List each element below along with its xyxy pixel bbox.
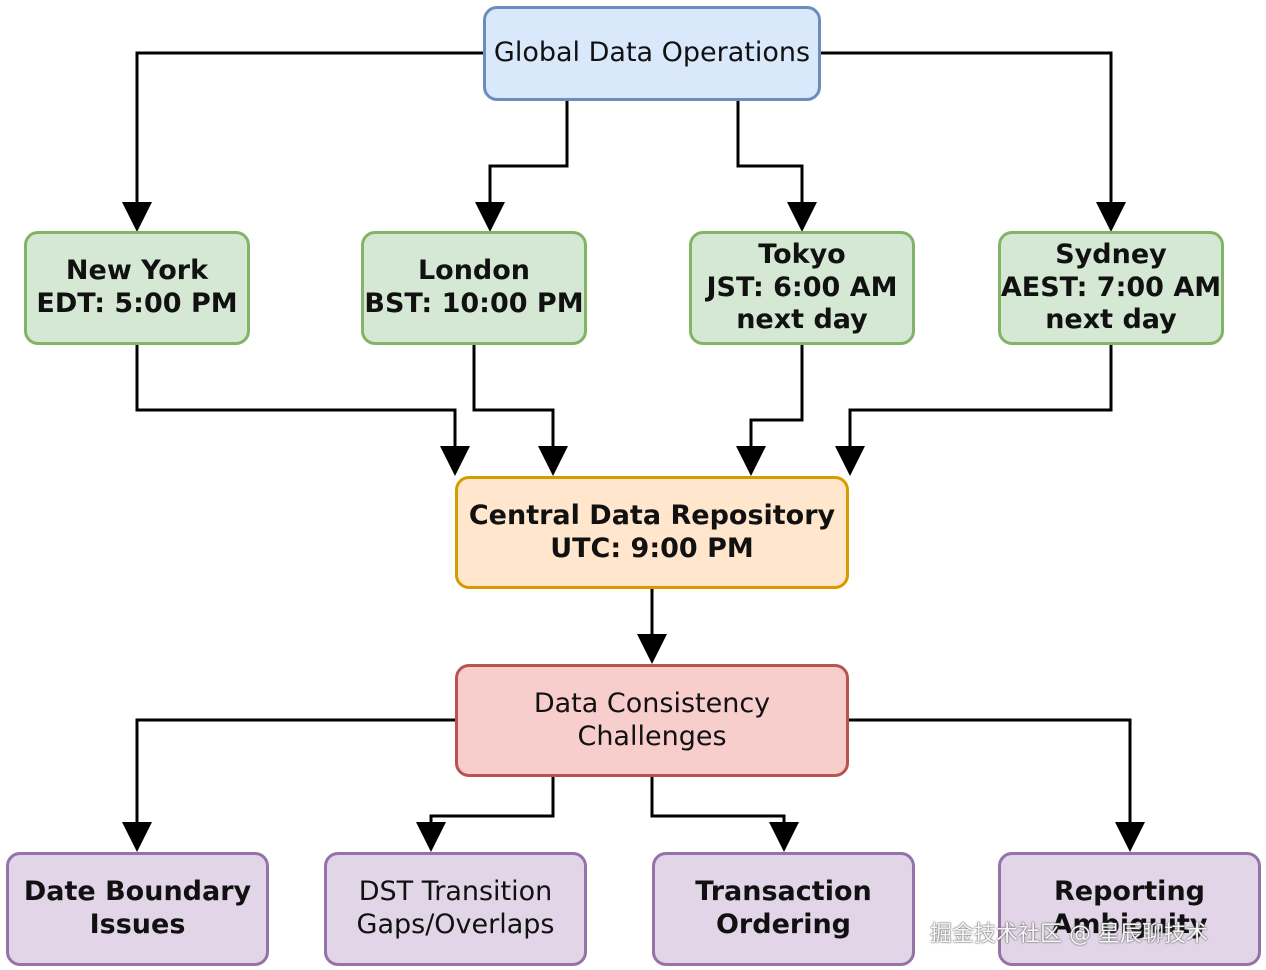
- watermark-text: 掘金技术社区 @ 星辰聊技术: [930, 922, 1208, 947]
- issue-line1: DST Transition: [358, 876, 553, 908]
- edge-top-london: [475, 101, 569, 232]
- city-time: AEST: 7:00 AM: [1000, 271, 1222, 303]
- city-name: London: [417, 255, 531, 287]
- issue-node-date-boundary: Date Boundary Issues: [6, 852, 269, 966]
- challenges-line2: Challenges: [577, 720, 727, 752]
- edge-newyork-central: [135, 345, 470, 476]
- challenges-line1: Data Consistency: [533, 687, 771, 719]
- city-name: Tokyo: [758, 238, 846, 270]
- issue-line2: Issues: [89, 909, 186, 940]
- data-consistency-challenges-node: Data Consistency Challenges: [455, 664, 849, 777]
- issue-line1: Date Boundary: [23, 876, 252, 908]
- city-node-new-york: New York EDT: 5:00 PM: [24, 231, 250, 345]
- edge-top-sydney: [821, 51, 1126, 232]
- issue-node-transaction-ordering: Transaction Ordering: [652, 852, 915, 966]
- global-data-operations-node: Global Data Operations: [483, 6, 821, 101]
- issue-line2: Ambiguity: [1051, 909, 1208, 940]
- city-time: BST: 10:00 PM: [364, 288, 584, 319]
- city-note: next day: [736, 304, 868, 336]
- edge-challenges-date: [122, 718, 455, 852]
- edge-top-newyork: [122, 51, 483, 232]
- edge-sydney-central: [835, 345, 1113, 476]
- issue-line1: Reporting: [1053, 876, 1205, 908]
- edge-top-tokyo: [736, 101, 817, 232]
- city-name: Sydney: [1055, 238, 1167, 270]
- city-note: next day: [1045, 304, 1177, 336]
- central-data-repository-node: Central Data Repository UTC: 9:00 PM: [455, 476, 849, 589]
- issue-line2: Ordering: [715, 909, 852, 940]
- edge-challenges-transaction: [650, 777, 799, 852]
- issue-node-dst-transition: DST Transition Gaps/Overlaps: [324, 852, 587, 966]
- city-time: JST: 6:00 AM: [706, 271, 898, 303]
- edge-challenges-dst: [416, 777, 555, 852]
- city-node-tokyo: Tokyo JST: 6:00 AM next day: [689, 231, 915, 345]
- central-title: Central Data Repository: [468, 499, 836, 531]
- city-node-london: London BST: 10:00 PM: [361, 231, 587, 345]
- issue-node-reporting-ambiguity: Reporting Ambiguity: [998, 852, 1261, 966]
- edge-tokyo-central: [736, 345, 804, 476]
- edge-london-central: [472, 345, 568, 476]
- city-node-sydney: Sydney AEST: 7:00 AM next day: [998, 231, 1224, 345]
- city-name: New York: [65, 255, 209, 287]
- city-time: EDT: 5:00 PM: [36, 288, 238, 319]
- edge-challenges-reporting: [849, 718, 1145, 852]
- central-time: UTC: 9:00 PM: [550, 532, 754, 564]
- issue-line2: Gaps/Overlaps: [356, 909, 555, 940]
- issue-line1: Transaction: [695, 876, 872, 908]
- global-data-operations-label: Global Data Operations: [493, 37, 811, 69]
